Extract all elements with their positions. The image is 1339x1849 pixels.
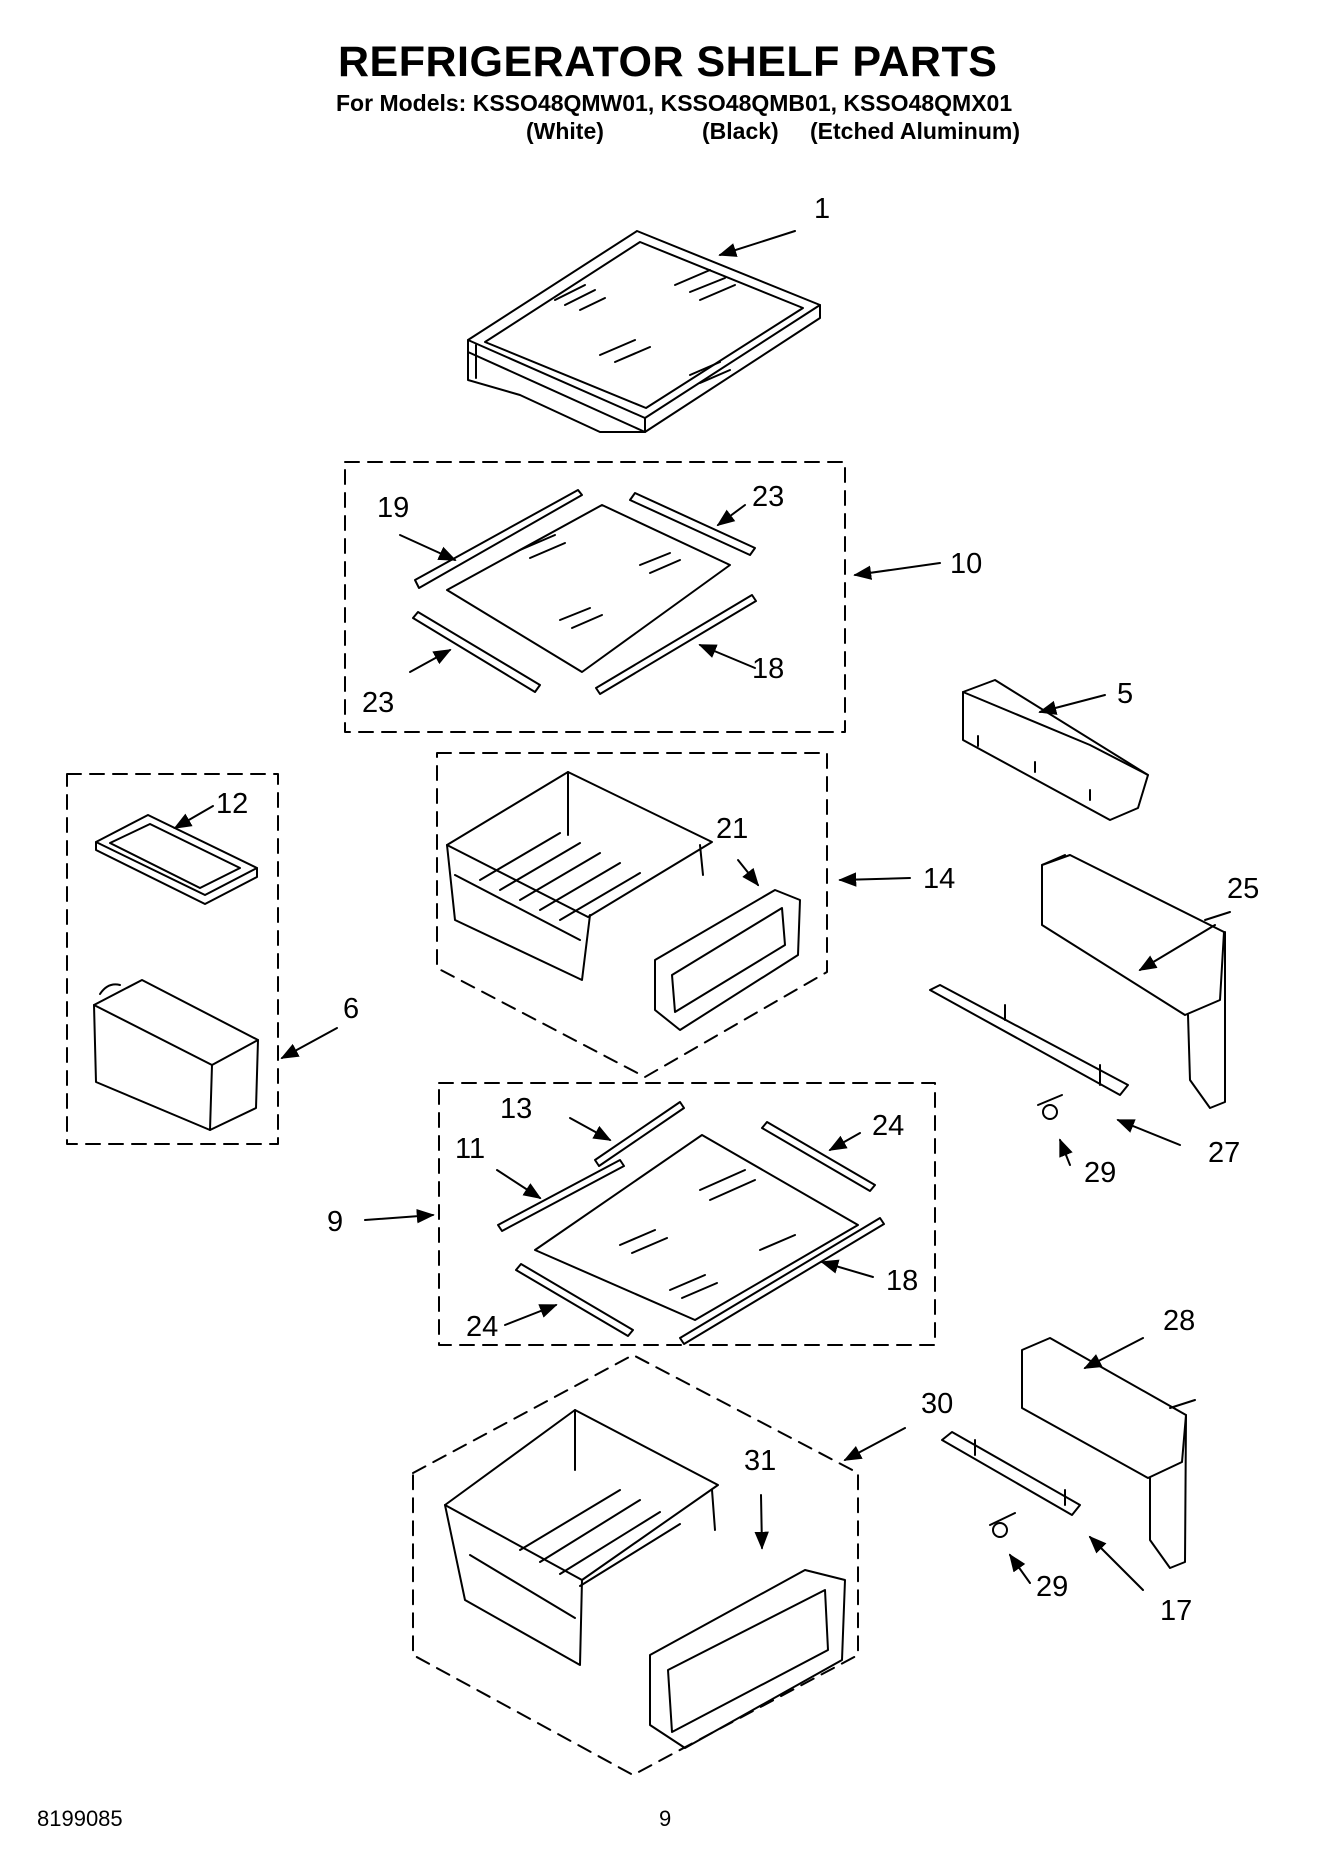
storage-bin-part-6 — [93, 979, 259, 1131]
variant-white: (White) — [526, 118, 604, 144]
callout-30: 30 — [921, 1388, 953, 1420]
shelf-kit-box-part-10 — [344, 461, 846, 733]
page-title: REFRIGERATOR SHELF PARTS — [338, 38, 998, 86]
trim-strip-part-18-lower — [679, 1217, 885, 1345]
screw-part-29-lower — [989, 1512, 1016, 1538]
callout-23-lower: 23 — [362, 687, 394, 719]
glass-panel — [446, 504, 731, 673]
callout-18-upper: 18 — [752, 653, 784, 685]
document-number: 8199085 — [37, 1806, 123, 1831]
leader-arrows — [173, 230, 1216, 1591]
callout-labels: 1 19 23 10 23 18 5 12 21 14 25 6 13 24 1… — [216, 193, 1259, 1627]
callout-19: 19 — [377, 492, 409, 524]
drawer-group-box-part-30 — [412, 1354, 859, 1776]
crisper-drawer-part-14 — [446, 771, 713, 981]
callout-23-upper: 23 — [752, 481, 784, 513]
drawer-front-part-21 — [654, 889, 801, 1031]
shelf-assembly-part-1 — [467, 230, 821, 433]
drawer-group-box-part-14 — [436, 752, 828, 1078]
callout-28: 28 — [1163, 1305, 1195, 1337]
bin-cover-part-12 — [95, 814, 258, 905]
trim-strip-part-19 — [414, 489, 583, 589]
callout-5: 5 — [1117, 678, 1133, 710]
callout-29-lower: 29 — [1036, 1571, 1068, 1603]
drawer-slide-cover-part-28 — [1021, 1337, 1196, 1569]
shelf-bracket-part-5 — [962, 679, 1149, 821]
glass-panel-lower — [534, 1134, 859, 1321]
callout-27: 27 — [1208, 1137, 1240, 1169]
drawer-slide-part-17 — [941, 1431, 1081, 1516]
drawer-front-part-31 — [649, 1569, 846, 1749]
callout-14: 14 — [923, 863, 955, 895]
trim-strip-part-18-upper — [595, 594, 757, 695]
drawer-slide-cover-part-25 — [1041, 854, 1231, 1109]
callout-12: 12 — [216, 788, 248, 820]
callout-17: 17 — [1160, 1595, 1192, 1627]
callout-24-lower: 24 — [466, 1311, 498, 1343]
callout-9: 9 — [327, 1206, 343, 1238]
screw-part-29-upper — [1037, 1094, 1063, 1120]
trim-strip-part-24-lower — [515, 1263, 634, 1337]
callout-24-upper: 24 — [872, 1110, 904, 1142]
bin-group-box-part-6 — [66, 773, 279, 1145]
callout-1: 1 — [814, 193, 830, 225]
callout-13: 13 — [500, 1093, 532, 1125]
callout-6: 6 — [343, 993, 359, 1025]
meat-drawer-part-30 — [444, 1409, 719, 1666]
callout-31: 31 — [744, 1445, 776, 1477]
trim-strip-part-11 — [497, 1159, 625, 1232]
callout-18-lower: 18 — [886, 1265, 918, 1297]
callout-11: 11 — [455, 1133, 485, 1165]
trim-strip-part-23-lower — [412, 611, 541, 693]
callout-21: 21 — [716, 813, 748, 845]
drawer-slide-part-27 — [929, 984, 1129, 1096]
trim-strip-part-13 — [594, 1101, 685, 1167]
shelf-kit-box-part-9 — [438, 1082, 936, 1346]
callout-25: 25 — [1227, 873, 1259, 905]
variant-black: (Black) — [702, 118, 779, 144]
callout-10: 10 — [950, 548, 982, 580]
callout-29-upper: 29 — [1084, 1157, 1116, 1189]
trim-strip-part-24-upper — [761, 1121, 876, 1192]
trim-strip-part-23-upper — [629, 492, 756, 556]
variant-etched-aluminum: (Etched Aluminum) — [810, 118, 1020, 144]
page-number: 9 — [659, 1806, 672, 1831]
models-line: For Models: KSSO48QMW01, KSSO48QMB01, KS… — [336, 90, 1013, 116]
